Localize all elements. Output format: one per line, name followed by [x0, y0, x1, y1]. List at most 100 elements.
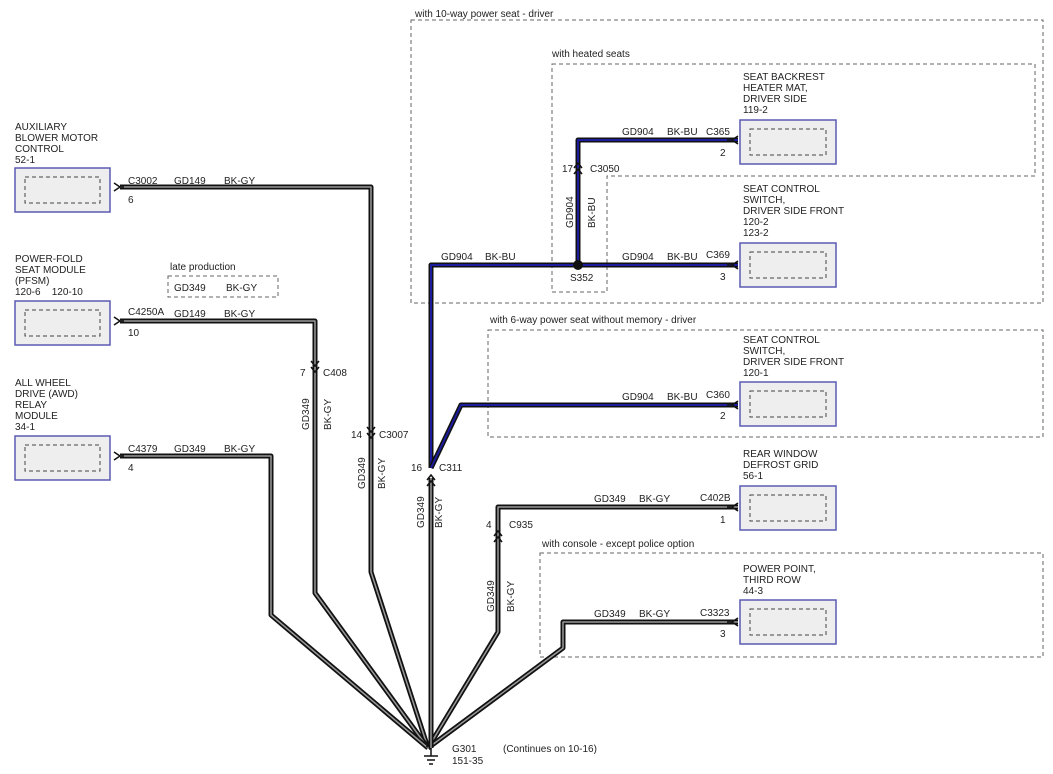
- wire-label: GD149: [174, 176, 206, 187]
- wire-label: GD349: [301, 398, 312, 430]
- region-heated-seats: with heated seats: [551, 49, 1036, 293]
- component-name: DRIVER SIDE: [743, 94, 807, 105]
- ground-icon: [424, 748, 438, 765]
- component-name: DRIVER SIDE FRONT: [743, 357, 844, 368]
- connector-pin: 3: [720, 272, 726, 283]
- component-ref: 119-2: [743, 105, 768, 116]
- wire-label: BK-BU: [587, 197, 598, 228]
- wire-labels: GD149 BK-GY GD149 BK-GY GD349 BK-GY GD90…: [174, 127, 698, 620]
- region-10-way-power-seat: with 10-way power seat - driver: [410, 9, 1044, 304]
- component-name: SEAT CONTROL: [743, 184, 820, 195]
- wire-label: GD349: [416, 496, 427, 528]
- region-late-production: late production GD349 BK-GY: [167, 262, 279, 298]
- component-aux-blower: AUXILIARY BLOWER MOTOR CONTROL 52-1: [14, 122, 111, 213]
- connector-name: C3323: [700, 608, 730, 619]
- connector-pin: 16: [411, 463, 423, 474]
- wire-label: GD349: [486, 580, 497, 612]
- connector-labels: C3002 6 C4250A 10 C4379 4 C365 2 C369 3 …: [128, 127, 731, 640]
- connector-pin: 4: [128, 463, 134, 474]
- connector-pin: 7: [300, 368, 306, 379]
- wire-label: BK-BU: [667, 252, 698, 263]
- component-name: BLOWER MOTOR: [15, 133, 98, 144]
- wire-label: BK-BU: [667, 392, 698, 403]
- connector-symbols: [113, 135, 739, 627]
- wire-label: BK-GY: [323, 399, 334, 430]
- component-ref: 34-1: [15, 422, 35, 433]
- wire-label: BK-GY: [224, 176, 255, 187]
- wire-label: BK-BU: [667, 127, 698, 138]
- splice-s352: S352: [570, 260, 594, 284]
- component-ref: 56-1: [743, 471, 763, 482]
- connector-pin: 2: [720, 148, 726, 159]
- wire-label: GD349: [357, 457, 368, 489]
- connector-name: C365: [706, 127, 730, 138]
- ground-label: G301: [452, 744, 477, 755]
- connector-name: C369: [706, 250, 730, 261]
- wire-label: BK-GY: [226, 283, 257, 294]
- wire-label: BK-GY: [224, 444, 255, 455]
- component-awd-relay: ALL WHEEL DRIVE (AWD) RELAY MODULE 34-1: [14, 378, 111, 481]
- component-name: MODULE: [15, 411, 58, 422]
- component-name: SEAT MODULE: [15, 265, 86, 276]
- component-ref: 52-1: [15, 155, 35, 166]
- region-label: with console - except police option: [541, 539, 694, 550]
- component-name: SEAT BACKREST: [743, 72, 825, 83]
- region-label: with 6-way power seat without memory - d…: [489, 315, 697, 326]
- wire-label: GD349: [174, 444, 206, 455]
- connector-name: C402B: [700, 493, 731, 504]
- component-rear-window-defrost: REAR WINDOW DEFROST GRID 56-1: [739, 449, 837, 531]
- component-name: ALL WHEEL: [15, 378, 71, 389]
- component-name: POWER-FOLD: [15, 254, 83, 265]
- ground-ref: 151-35: [452, 756, 484, 767]
- ground-note: (Continues on 10-16): [503, 744, 597, 755]
- connector-name: C3050: [590, 164, 620, 175]
- wire-label: BK-GY: [639, 609, 670, 620]
- connector-pin: 2: [720, 411, 726, 422]
- wire-label: BK-GY: [377, 458, 388, 489]
- component-name: THIRD ROW: [743, 575, 801, 586]
- wire-label: BK-BU: [485, 252, 516, 263]
- wire-label: GD349: [174, 283, 206, 294]
- connector-pin: 14: [351, 430, 363, 441]
- connector-name: C360: [706, 390, 730, 401]
- component-pfsm: POWER-FOLD SEAT MODULE (PFSM) 120-6 120-…: [14, 254, 111, 346]
- component-ref: 120-6 120-10: [15, 287, 83, 298]
- wire-label: GD904: [622, 392, 654, 403]
- wires-bk-gy: [120, 184, 738, 751]
- component-name: REAR WINDOW: [743, 449, 818, 460]
- connector-pin: 1: [720, 515, 726, 526]
- component-name: (PFSM): [15, 276, 49, 287]
- component-ref: 120-2: [743, 217, 769, 228]
- component-name: DEFROST GRID: [743, 460, 818, 471]
- wire-label: GD904: [441, 252, 473, 263]
- wire-labels-vertical: GD904 BK-BU GD349 BK-GY GD349 BK-GY GD34…: [301, 196, 598, 612]
- connector-name: C4250A: [128, 307, 164, 318]
- component-name: DRIVER SIDE FRONT: [743, 206, 844, 217]
- component-name: DRIVE (AWD): [15, 389, 78, 400]
- component-name: SEAT CONTROL: [743, 335, 820, 346]
- component-seat-backrest-heater: SEAT BACKREST HEATER MAT, DRIVER SIDE 11…: [739, 72, 837, 165]
- wire-label: GD904: [622, 127, 654, 138]
- region-label: with 10-way power seat - driver: [414, 9, 554, 20]
- wire-label: GD349: [594, 609, 626, 620]
- wire-label: GD349: [594, 494, 626, 505]
- connector-name: C935: [509, 520, 533, 531]
- component-name: POWER POINT,: [743, 564, 816, 575]
- wire-label: GD904: [622, 252, 654, 263]
- component-name: HEATER MAT,: [743, 83, 808, 94]
- wire-label: GD149: [174, 309, 206, 320]
- component-name: RELAY: [15, 400, 47, 411]
- component-ref: 44-3: [743, 586, 763, 597]
- connector-name: C311: [439, 463, 463, 474]
- splice-label: S352: [570, 273, 594, 284]
- region-label: late production: [170, 262, 236, 273]
- connector-pin: 3: [720, 629, 726, 640]
- connector-name: C4379: [128, 444, 158, 455]
- region-label: with heated seats: [551, 49, 630, 60]
- connector-pin: 10: [128, 328, 140, 339]
- component-ref: 120-1: [743, 368, 769, 379]
- connector-pin: 6: [128, 195, 134, 206]
- wire-label: BK-GY: [224, 309, 255, 320]
- connector-name: C3007: [379, 430, 409, 441]
- wire-label: BK-GY: [506, 581, 517, 612]
